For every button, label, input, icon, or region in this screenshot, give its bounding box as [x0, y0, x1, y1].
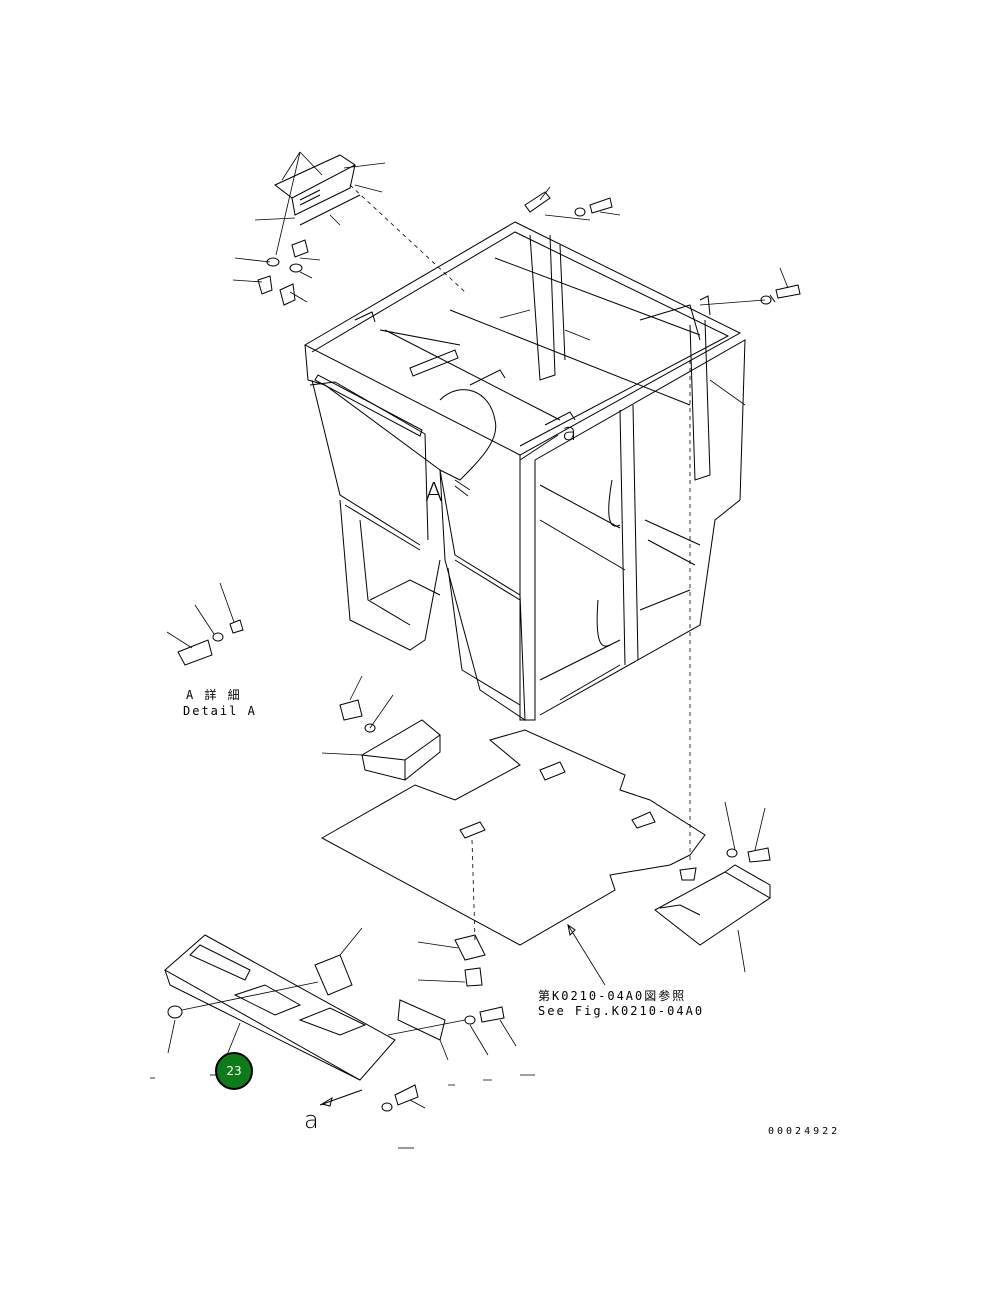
view-arrow-label-top: a	[562, 418, 577, 446]
front-cover-assembly	[150, 927, 396, 1107]
detail-a-title-en: Detail A	[183, 704, 257, 718]
detail-a-drawing	[166, 582, 244, 666]
view-arrow-label-bottom: a	[304, 1106, 319, 1134]
view-label-big-a: A	[425, 478, 443, 508]
step-cover-left	[321, 675, 441, 781]
part-callout-23[interactable]: 23	[215, 1052, 253, 1090]
drawing-number: 00024922	[768, 1126, 841, 1137]
view-arrow-top	[519, 434, 559, 461]
see-figure-jp: 第K0210-04A0図参照	[538, 989, 687, 1003]
cab-frame	[303, 221, 746, 721]
detail-a-title-jp: A 詳 細	[186, 688, 242, 702]
pad-and-bolt	[417, 934, 486, 987]
cover-hardware	[381, 999, 535, 1149]
see-figure-en: See Fig.K0210-04A0	[538, 1004, 705, 1018]
step-cover-right	[654, 801, 771, 973]
roof-bracket-assembly	[232, 151, 466, 306]
floor-mat	[320, 729, 706, 946]
see-figure-leader	[567, 923, 606, 986]
roof-right-hardware	[499, 186, 801, 860]
